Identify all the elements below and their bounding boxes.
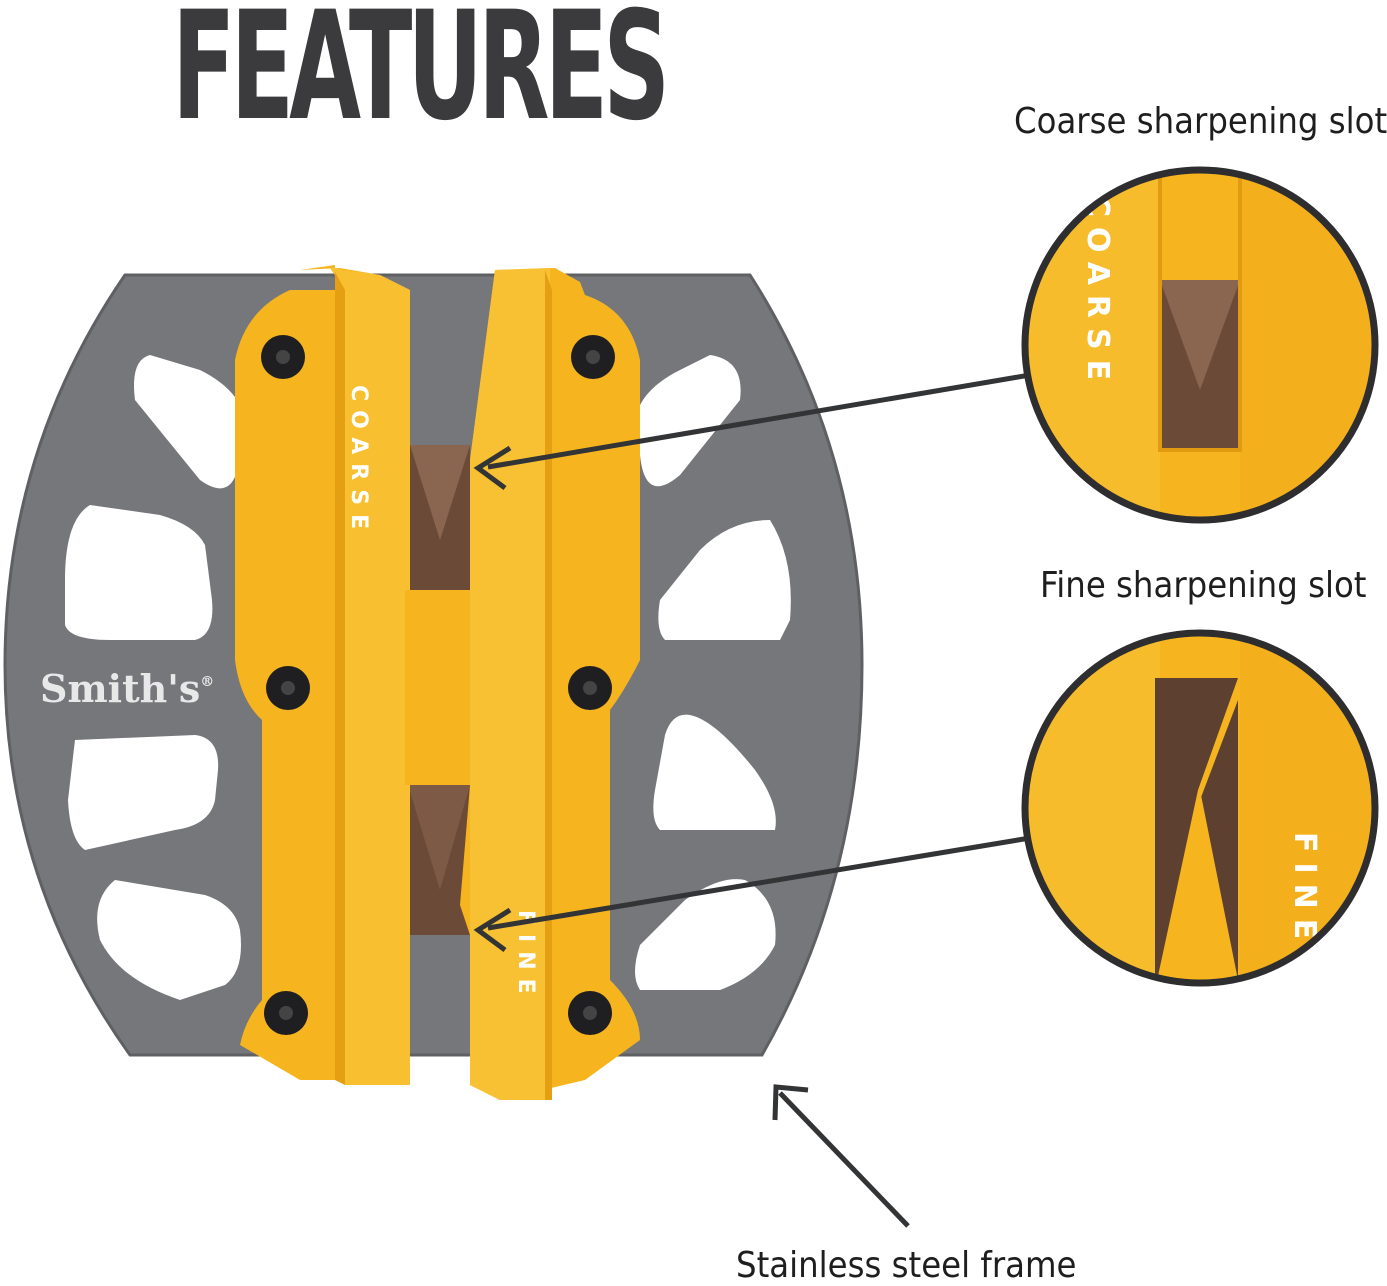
brand-logo: Smith's® bbox=[40, 666, 214, 711]
coarse-arrow-head bbox=[473, 445, 512, 491]
fine-zoom-text: FINE bbox=[1287, 832, 1322, 949]
coarse-housing-text: COARSE bbox=[346, 385, 371, 538]
frame-cutout bbox=[97, 880, 241, 1000]
frame-arrow-line bbox=[778, 1091, 910, 1228]
frame-cutout bbox=[635, 879, 776, 990]
screw bbox=[571, 335, 615, 379]
abrasive-stones bbox=[408, 445, 470, 935]
screw bbox=[266, 666, 310, 710]
coarse-slot-label: Coarse sharpening slot bbox=[1014, 101, 1387, 142]
frame-cutout bbox=[68, 735, 219, 850]
frame-arrow-head bbox=[772, 1084, 809, 1121]
fine-zoom-detail: FINE bbox=[1021, 629, 1379, 987]
frame-cutout bbox=[65, 505, 213, 640]
frame-label: Stainless steel frame bbox=[736, 1245, 1077, 1286]
screw bbox=[261, 335, 305, 379]
coarse-zoom-text: COARSE bbox=[1080, 195, 1115, 390]
frame-cutout bbox=[134, 355, 245, 489]
frame-cutout bbox=[653, 714, 776, 830]
page-title: FEATURES bbox=[172, 0, 670, 154]
fine-arrow-head bbox=[473, 907, 512, 953]
coarse-zoom-detail: COARSE bbox=[1021, 166, 1379, 524]
frame-cutout bbox=[635, 355, 741, 487]
screw bbox=[264, 991, 308, 1035]
screw bbox=[568, 991, 612, 1035]
callout-arrows bbox=[473, 372, 1031, 1228]
housing-screws bbox=[261, 335, 615, 1035]
screw bbox=[568, 666, 612, 710]
coarse-arrow-line bbox=[487, 372, 1031, 470]
frame-cutout bbox=[658, 520, 791, 640]
fine-arrow-line bbox=[487, 835, 1031, 931]
fine-slot-label: Fine sharpening slot bbox=[1040, 565, 1367, 606]
